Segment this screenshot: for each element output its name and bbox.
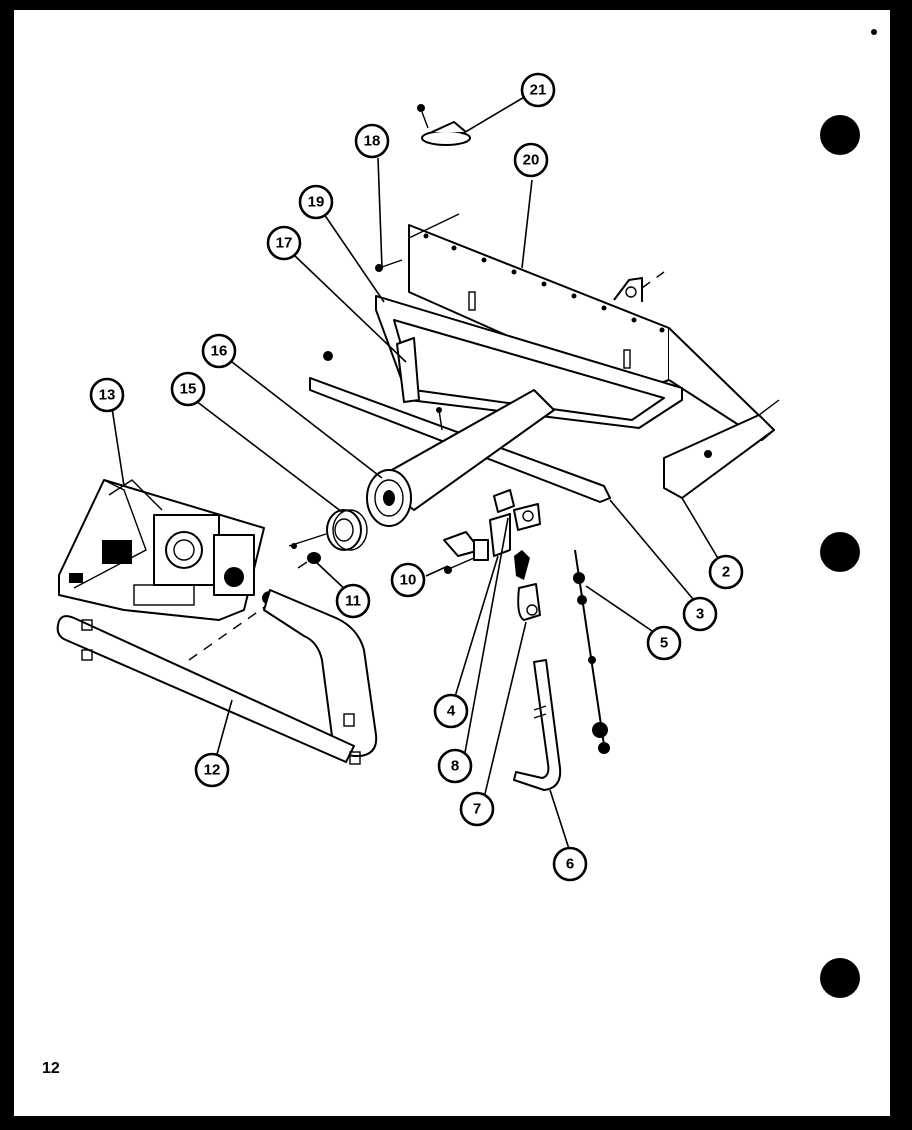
callout-13: 13 (89, 377, 125, 413)
callout-15: 15 (170, 371, 206, 407)
screw-shank (438, 409, 443, 431)
svg-text:20: 20 (523, 152, 540, 169)
svg-text:15: 15 (180, 381, 197, 398)
centerline-20 (408, 213, 460, 239)
diagram-page: 21 20 18 19 17 16 15 13 2 3 5 10 11 4 8 … (14, 10, 890, 1116)
svg-text:18: 18 (364, 133, 381, 150)
callout-7: 7 (459, 791, 495, 827)
part-19-frame (375, 291, 683, 429)
part-2-side-bracket (663, 399, 780, 499)
part-4-igniter-bracket (473, 489, 541, 561)
svg-text:13: 13 (99, 387, 116, 404)
part-15-orifice-plate (288, 509, 368, 551)
svg-text:3: 3 (696, 606, 704, 623)
svg-text:4: 4 (447, 703, 456, 720)
svg-text:11: 11 (345, 593, 361, 610)
svg-text:2: 2 (722, 564, 730, 581)
exploded-parts-diagram: 21 20 18 19 17 16 15 13 2 3 5 10 11 4 8 … (56, 29, 877, 998)
part-11-fitting (297, 552, 321, 569)
callout-21: 21 (520, 72, 556, 108)
binder-hole-bottom (820, 958, 860, 998)
part-16-burner-tube (366, 389, 555, 527)
callout-6: 6 (552, 846, 588, 882)
part-5-rod (573, 549, 610, 754)
svg-text:16: 16 (211, 343, 228, 360)
callout-20: 20 (513, 142, 549, 178)
callout-11: 11 (335, 583, 371, 619)
callout-8: 8 (437, 748, 473, 784)
pipe-centerline (188, 605, 267, 661)
binder-hole-middle (820, 532, 860, 572)
screw-18-shank (378, 259, 403, 269)
screw (323, 351, 333, 361)
callout-16: 16 (201, 333, 237, 369)
page-number: 12 (42, 1060, 60, 1077)
callout-17: 17 (266, 225, 302, 261)
callout-12: 12 (194, 752, 230, 788)
svg-text:17: 17 (276, 235, 293, 252)
part-12-manifold-pipe (56, 589, 378, 765)
svg-text:12: 12 (204, 762, 221, 779)
binder-hole-top (820, 115, 860, 155)
callout-4: 4 (433, 693, 469, 729)
callout-5: 5 (646, 625, 682, 661)
svg-text:7: 7 (473, 801, 481, 818)
callout-3: 3 (682, 596, 718, 632)
svg-text:21: 21 (530, 82, 547, 99)
part-13-valve-assembly (58, 479, 265, 621)
centerline-20b (641, 271, 665, 289)
svg-text:10: 10 (400, 572, 417, 589)
svg-text:6: 6 (566, 856, 574, 873)
callout-10: 10 (390, 562, 426, 598)
callout-18: 18 (354, 123, 390, 159)
callout-2: 2 (708, 554, 744, 590)
callout-19: 19 (298, 184, 334, 220)
speck (871, 29, 877, 35)
part-17-side-strip (396, 337, 420, 403)
part-7-sensor (514, 550, 541, 621)
svg-text:5: 5 (660, 635, 668, 652)
part-6-bent-tube (513, 659, 562, 791)
part-21-cover (417, 104, 471, 146)
leader-lines (111, 95, 723, 853)
svg-text:8: 8 (451, 758, 459, 775)
svg-text:19: 19 (308, 194, 325, 211)
